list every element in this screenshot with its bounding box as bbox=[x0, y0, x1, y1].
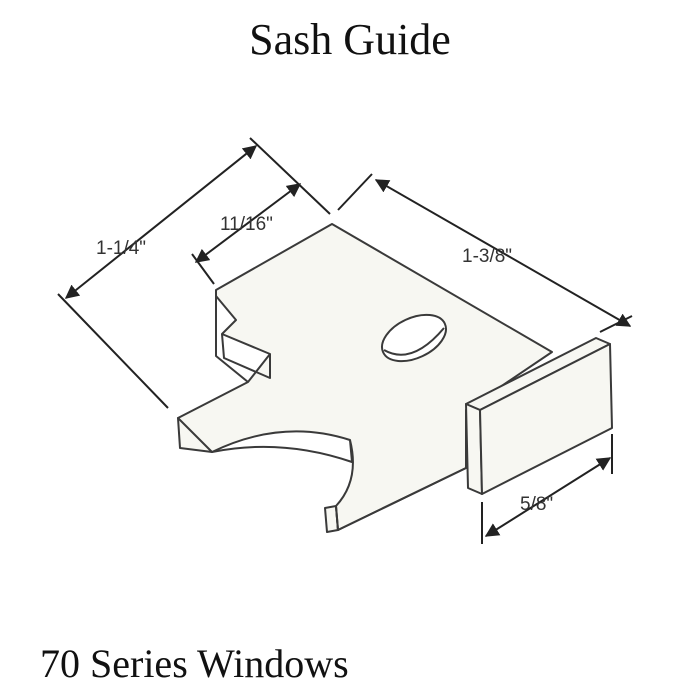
dim-tab-width-line bbox=[484, 457, 612, 537]
notch-inner-edge bbox=[221, 333, 271, 379]
dim-length-label: 1-3/8" bbox=[462, 246, 512, 267]
page-title: Sash Guide bbox=[249, 15, 451, 64]
dim-length-line bbox=[374, 179, 632, 327]
dim-length-leader-1 bbox=[337, 173, 373, 211]
notch-edge bbox=[215, 296, 249, 383]
dim-tab-width-label: 5/8" bbox=[520, 494, 553, 515]
dim-overall-depth-leader-1 bbox=[57, 293, 169, 409]
dim-overall-depth-leader-2 bbox=[249, 137, 331, 215]
dimension-lines bbox=[57, 137, 633, 544]
dim-overall-depth-label: 1-1/4" bbox=[96, 238, 146, 259]
sash-guide-part bbox=[177, 223, 613, 533]
dim-notch-line bbox=[194, 183, 302, 263]
mounting-hole-inner-wall bbox=[383, 327, 445, 356]
dim-notch-label: 11/16" bbox=[220, 214, 273, 235]
upright-tab-face bbox=[479, 343, 613, 495]
dim-notch-leader-1 bbox=[191, 253, 215, 285]
dim-overall-depth-line bbox=[64, 145, 258, 299]
page-subtitle: 70 Series Windows bbox=[40, 641, 349, 686]
plate-front-edge bbox=[335, 467, 467, 531]
dimension-labels: 1-1/4" 11/16" 1-3/8" 5/8" bbox=[96, 214, 553, 515]
